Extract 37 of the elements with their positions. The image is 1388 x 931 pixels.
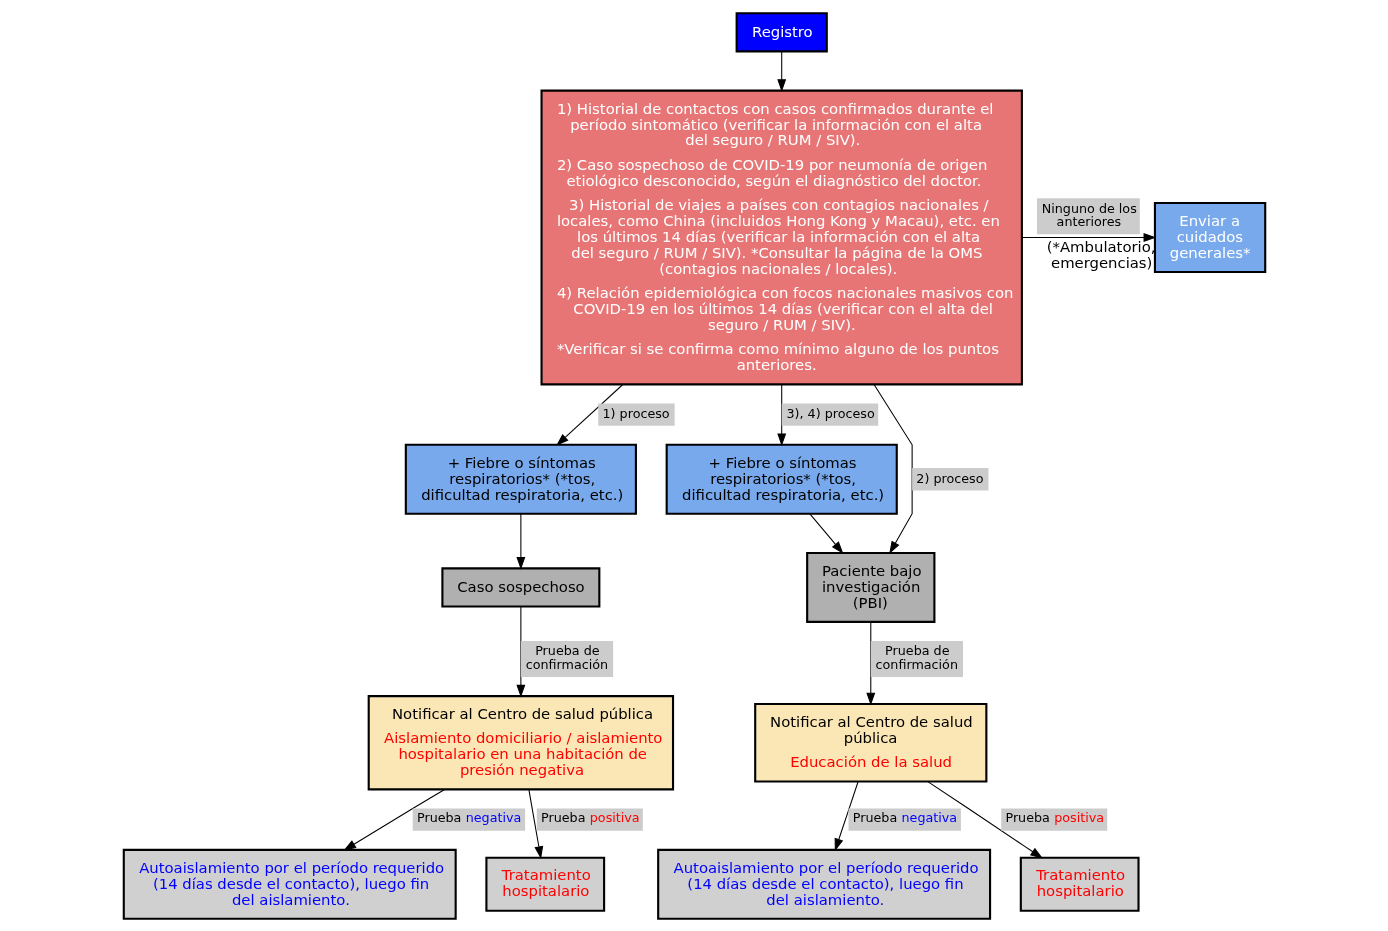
edge-label: 1) proceso: [602, 405, 670, 421]
node-box: Notificar al Centro de salud pública Educación de la salud: [753, 702, 987, 782]
arrow: [776, 50, 786, 92]
node-box: Paciente bajo investigación (PBI): [805, 551, 935, 623]
node-box: 1) Historial de contactos con casos confirmados durante el período sintomático (verificar la información con el alta del seguro / RUM / SIV). 2) Caso sospechoso de COVID-19 por neumonía de origen etiológico desconocido, según el diagnóstico del doctor. 3) Historial de viajes a países con contagios nacionales / locales, como China (incluidos Hong Kong y Macau), etc. en los últimos 14 días (verificar la información con el alta del seguro / RUM / SIV). *Consultar la página de la OMS (contagios nacionales / locales). 4) Relación epidemiológica con focos nacionales masivos con COVID-19 en los últimos 14 días (verificar con el alta del seguro / RUM / SIV). *Verificar si se confirma como mínimo alguno de los puntos anteriores.: [540, 89, 1023, 385]
node-label: (*Ambulatorio, emergencias): [1046, 237, 1155, 271]
edge-label: Prueba positiva: [1004, 809, 1104, 825]
arrow: [527, 788, 543, 859]
edge-label: 2) proceso: [915, 470, 984, 486]
arrow: [808, 512, 843, 554]
arrow: [555, 383, 623, 446]
arrow: [515, 605, 525, 698]
arrow: [1020, 232, 1156, 242]
arrow: [873, 383, 913, 554]
arrow: [865, 621, 875, 705]
node-box: + Fiebre o síntomas respiratorios* (*tos, dificultad respiratoria, etc.): [665, 443, 898, 515]
node-box: Autoaislamiento por el período requerido (14 días desde el contacto), luego fin del aislamiento.: [122, 848, 457, 920]
node-box: + Fiebre o síntomas respiratorios* (*tos, dificultad respiratoria, etc.): [404, 443, 637, 515]
edge-label: Prueba negativa: [416, 809, 521, 825]
arrow: [342, 788, 445, 851]
node-box: Autoaislamiento por el período requerido (14 días desde el contacto), luego fin del aislamiento.: [656, 848, 991, 920]
edge-label: Prueba negativa: [852, 809, 957, 825]
node-box: Tratamiento hospitalario: [1019, 856, 1140, 912]
node-box: Notificar al Centro de salud pública Aislamiento domiciliario / aislamiento hospitalario en una habitación de presión negativa: [367, 694, 674, 790]
edge-label: Prueba positiva: [540, 809, 640, 825]
arrow: [776, 383, 786, 446]
arrow: [926, 780, 1043, 859]
node-box: Enviar a cuidados generales*: [1153, 201, 1266, 273]
edge-label: 3), 4) proceso: [785, 405, 875, 421]
node-box: Caso sospechoso: [440, 566, 600, 608]
node-box: Registro: [735, 11, 828, 52]
edge-label: Ninguno de los anteriores: [1041, 200, 1137, 229]
node-box: Tratamiento hospitalario: [484, 856, 605, 912]
arrow: [834, 780, 859, 851]
edge-label: Prueba de confirmación: [875, 642, 958, 672]
arrow: [515, 512, 525, 570]
edge-label: Prueba de confirmación: [525, 642, 608, 672]
